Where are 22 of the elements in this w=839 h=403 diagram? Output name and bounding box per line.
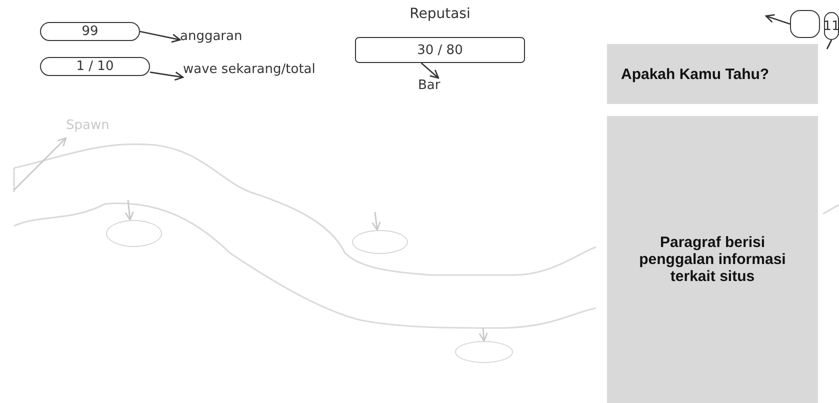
arrow — [372, 212, 381, 231]
info-panel: Paragraf berisi penggalan informasi terkait situs — [607, 116, 818, 403]
arrow — [14, 137, 67, 190]
annotation-text: anggaran — [180, 29, 260, 47]
arrow — [140, 30, 181, 43]
arrow — [124, 200, 134, 221]
heading-text: Reputasi — [408, 6, 472, 22]
ellipse-spot — [106, 220, 162, 247]
sketch-box — [790, 10, 820, 38]
value-field: 1 / 10 — [40, 57, 150, 76]
ellipse-spot — [352, 230, 408, 254]
arrow — [150, 72, 184, 81]
arrow — [420, 62, 440, 79]
title-panel: Apakah Kamu Tahu? — [607, 44, 818, 104]
progress-bar: 30 / 80 — [355, 37, 525, 63]
ellipse-spot — [455, 341, 513, 363]
value-field: 99 — [40, 22, 140, 41]
annotation-text: wave sekarang/total — [183, 62, 333, 80]
arrow — [478, 328, 488, 342]
sketch-box: 11 — [824, 12, 839, 40]
arrow — [765, 14, 790, 25]
annotation-text: Bar — [418, 78, 452, 96]
